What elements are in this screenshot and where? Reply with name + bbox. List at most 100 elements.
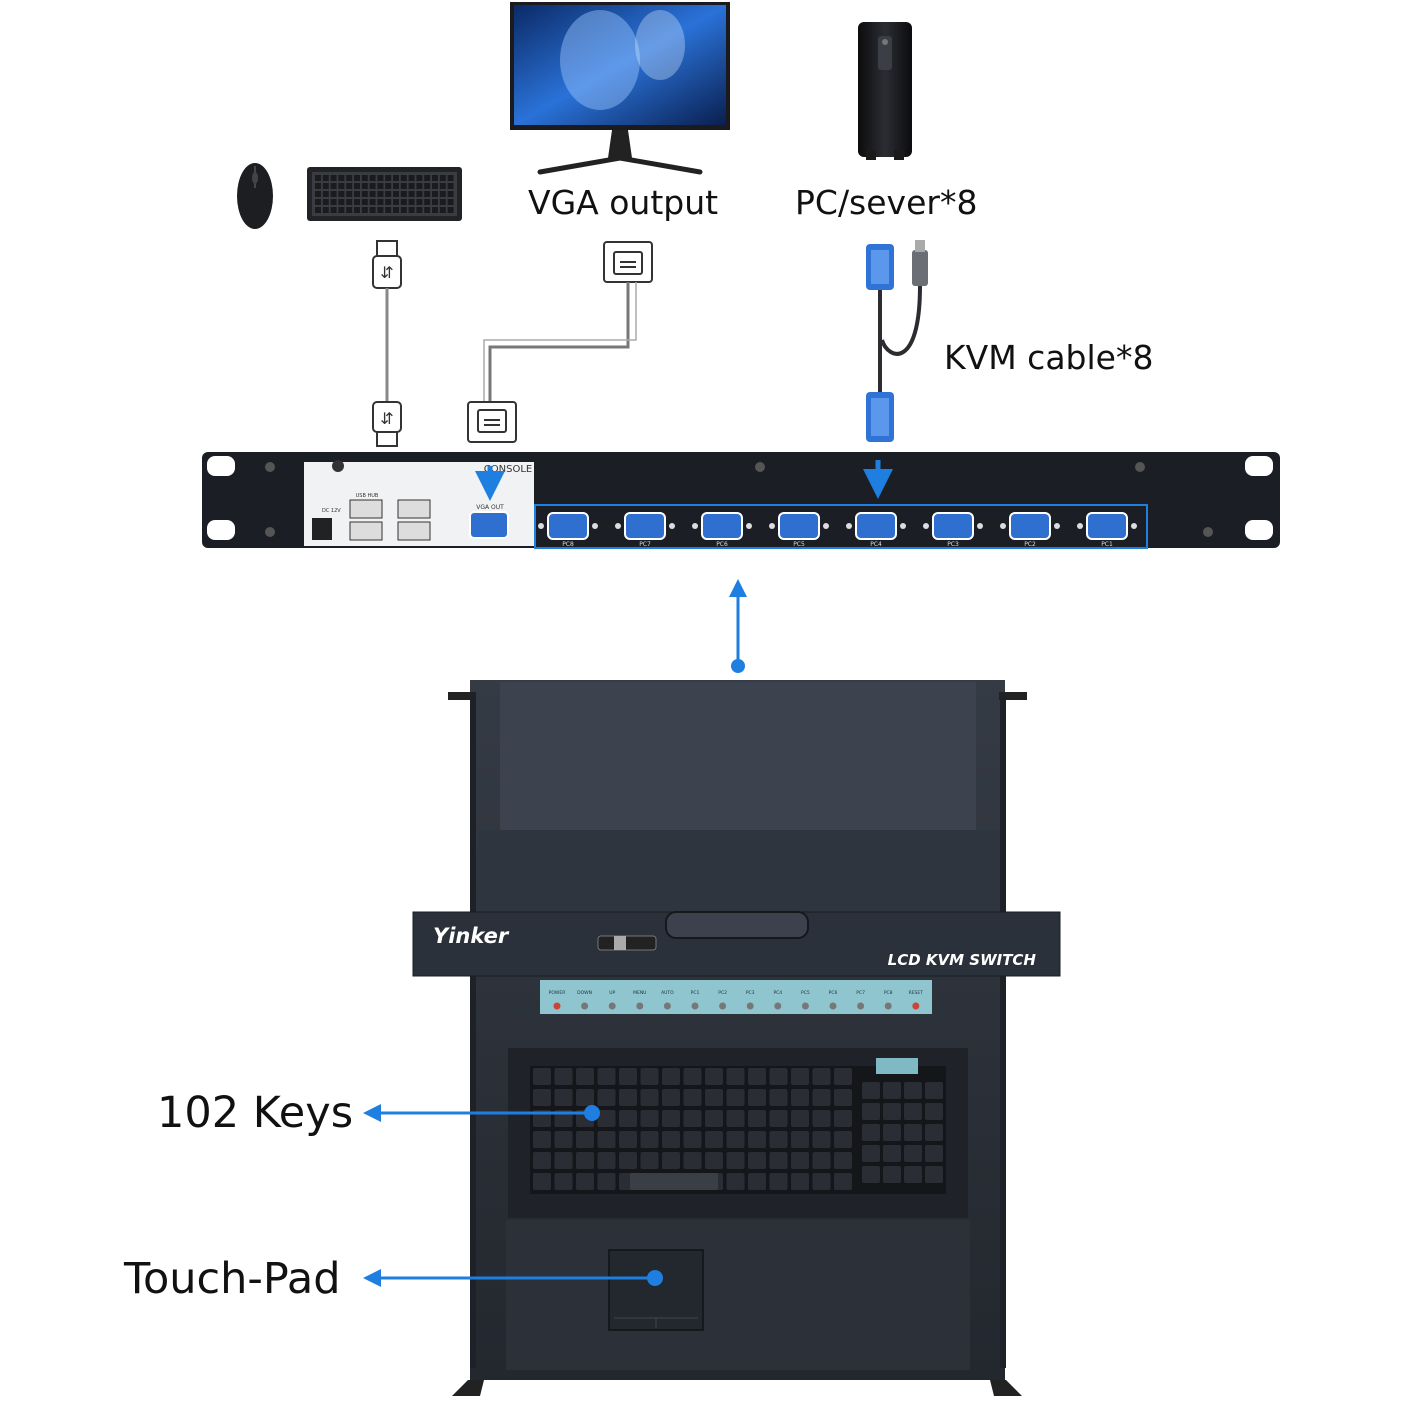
key[interactable] bbox=[748, 1173, 766, 1190]
key[interactable] bbox=[533, 1068, 551, 1085]
key[interactable] bbox=[834, 1173, 852, 1190]
key[interactable] bbox=[726, 1089, 745, 1106]
key[interactable] bbox=[904, 1166, 922, 1183]
space-key[interactable] bbox=[630, 1173, 718, 1190]
key[interactable] bbox=[662, 1152, 680, 1169]
key[interactable] bbox=[791, 1068, 809, 1085]
key[interactable] bbox=[925, 1166, 943, 1183]
key[interactable] bbox=[748, 1068, 766, 1085]
key[interactable] bbox=[812, 1068, 831, 1085]
control-button[interactable] bbox=[663, 1002, 671, 1010]
key[interactable] bbox=[925, 1082, 943, 1099]
key[interactable] bbox=[554, 1152, 573, 1169]
key[interactable] bbox=[554, 1068, 573, 1085]
key[interactable] bbox=[683, 1152, 702, 1169]
control-button[interactable] bbox=[801, 1002, 809, 1010]
key[interactable] bbox=[576, 1131, 594, 1148]
key[interactable] bbox=[748, 1131, 766, 1148]
key[interactable] bbox=[862, 1082, 880, 1099]
key[interactable] bbox=[904, 1103, 922, 1120]
control-button[interactable] bbox=[746, 1002, 754, 1010]
key[interactable] bbox=[748, 1089, 766, 1106]
key[interactable] bbox=[812, 1110, 831, 1127]
key[interactable] bbox=[769, 1152, 788, 1169]
control-button[interactable] bbox=[774, 1002, 782, 1010]
control-button[interactable] bbox=[857, 1002, 865, 1010]
key[interactable] bbox=[791, 1110, 809, 1127]
key[interactable] bbox=[834, 1131, 852, 1148]
key[interactable] bbox=[791, 1152, 809, 1169]
key[interactable] bbox=[769, 1131, 788, 1148]
key[interactable] bbox=[533, 1152, 551, 1169]
key[interactable] bbox=[662, 1110, 680, 1127]
key[interactable] bbox=[883, 1145, 901, 1162]
control-button[interactable] bbox=[829, 1002, 837, 1010]
key[interactable] bbox=[883, 1082, 901, 1099]
key[interactable] bbox=[812, 1131, 831, 1148]
key[interactable] bbox=[705, 1152, 723, 1169]
key[interactable] bbox=[834, 1068, 852, 1085]
key[interactable] bbox=[640, 1152, 659, 1169]
key[interactable] bbox=[683, 1068, 702, 1085]
key[interactable] bbox=[791, 1089, 809, 1106]
key[interactable] bbox=[683, 1110, 702, 1127]
key[interactable] bbox=[862, 1166, 880, 1183]
key[interactable] bbox=[862, 1124, 880, 1141]
control-button[interactable] bbox=[912, 1002, 920, 1010]
key[interactable] bbox=[554, 1173, 573, 1190]
key[interactable] bbox=[883, 1124, 901, 1141]
key[interactable] bbox=[619, 1152, 637, 1169]
key[interactable] bbox=[533, 1089, 551, 1106]
key[interactable] bbox=[576, 1068, 594, 1085]
key[interactable] bbox=[619, 1110, 637, 1127]
key[interactable] bbox=[883, 1103, 901, 1120]
key[interactable] bbox=[683, 1089, 702, 1106]
key[interactable] bbox=[576, 1152, 594, 1169]
key[interactable] bbox=[748, 1110, 766, 1127]
key[interactable] bbox=[834, 1110, 852, 1127]
key[interactable] bbox=[597, 1068, 616, 1085]
key[interactable] bbox=[862, 1103, 880, 1120]
control-button[interactable] bbox=[581, 1002, 589, 1010]
key[interactable] bbox=[769, 1173, 788, 1190]
key[interactable] bbox=[640, 1089, 659, 1106]
control-button[interactable] bbox=[553, 1002, 561, 1010]
key[interactable] bbox=[862, 1145, 880, 1162]
key[interactable] bbox=[640, 1110, 659, 1127]
key[interactable] bbox=[705, 1068, 723, 1085]
key[interactable] bbox=[597, 1173, 616, 1190]
key[interactable] bbox=[904, 1082, 922, 1099]
key[interactable] bbox=[597, 1089, 616, 1106]
key[interactable] bbox=[533, 1131, 551, 1148]
key[interactable] bbox=[619, 1089, 637, 1106]
key[interactable] bbox=[748, 1152, 766, 1169]
key[interactable] bbox=[640, 1068, 659, 1085]
key[interactable] bbox=[812, 1152, 831, 1169]
key[interactable] bbox=[576, 1089, 594, 1106]
key[interactable] bbox=[705, 1110, 723, 1127]
key[interactable] bbox=[791, 1131, 809, 1148]
control-button[interactable] bbox=[691, 1002, 699, 1010]
control-button[interactable] bbox=[636, 1002, 644, 1010]
key[interactable] bbox=[883, 1166, 901, 1183]
key[interactable] bbox=[769, 1110, 788, 1127]
key[interactable] bbox=[925, 1124, 943, 1141]
control-button[interactable] bbox=[719, 1002, 727, 1010]
key[interactable] bbox=[554, 1131, 573, 1148]
control-button[interactable] bbox=[884, 1002, 892, 1010]
key[interactable] bbox=[791, 1173, 809, 1190]
key[interactable] bbox=[662, 1068, 680, 1085]
key[interactable] bbox=[554, 1089, 573, 1106]
key[interactable] bbox=[812, 1173, 831, 1190]
key[interactable] bbox=[834, 1152, 852, 1169]
key[interactable] bbox=[683, 1131, 702, 1148]
key[interactable] bbox=[662, 1131, 680, 1148]
key[interactable] bbox=[597, 1110, 616, 1127]
key[interactable] bbox=[726, 1131, 745, 1148]
key[interactable] bbox=[834, 1089, 852, 1106]
key[interactable] bbox=[925, 1103, 943, 1120]
key[interactable] bbox=[576, 1173, 594, 1190]
key[interactable] bbox=[925, 1145, 943, 1162]
key[interactable] bbox=[533, 1173, 551, 1190]
key[interactable] bbox=[904, 1145, 922, 1162]
